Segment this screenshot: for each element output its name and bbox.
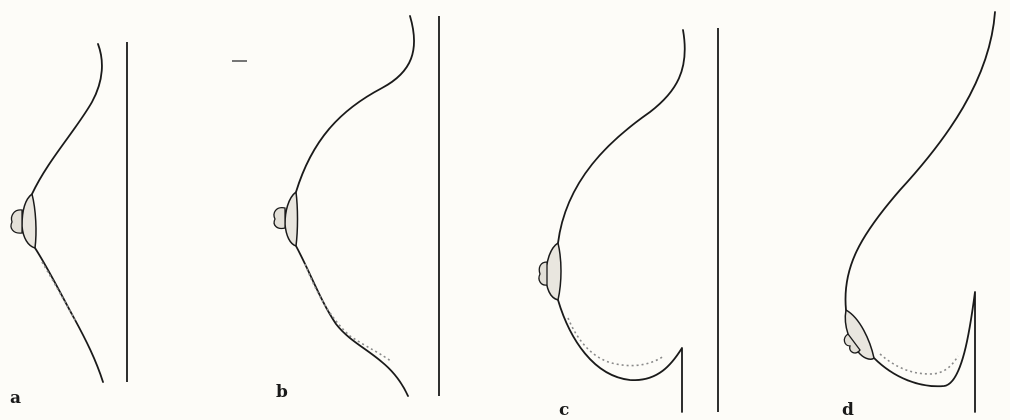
panel-b-areola [285, 192, 298, 246]
panel-a: a [10, 42, 127, 408]
panel-a-label: a [10, 388, 21, 408]
panel-d-upper-contour [845, 12, 995, 310]
panel-c-lower-shading [568, 318, 664, 366]
panel-c-nipple [539, 262, 547, 285]
panel-c-lower-contour [558, 300, 682, 412]
panel-c-areola [546, 243, 561, 300]
panel-a-upper-contour [32, 44, 102, 194]
panel-d-lower-shading [880, 354, 958, 374]
panel-b-lower-shading [305, 264, 392, 362]
panel-c-label: c [559, 400, 569, 420]
panel-d-lower-contour [874, 292, 975, 412]
panel-b-lower-contour [296, 246, 408, 396]
panel-c: c [539, 28, 718, 420]
panel-b-nipple [274, 208, 285, 229]
panel-d-areola [845, 310, 874, 359]
panel-d-label: d [842, 400, 854, 420]
panel-a-nipple [11, 210, 22, 233]
panel-b: b [274, 16, 439, 402]
panel-d: d [842, 12, 995, 420]
panel-c-upper-contour [558, 30, 685, 243]
panel-a-areola [22, 194, 36, 248]
panel-b-label: b [276, 382, 288, 402]
panel-b-upper-contour [296, 16, 414, 192]
